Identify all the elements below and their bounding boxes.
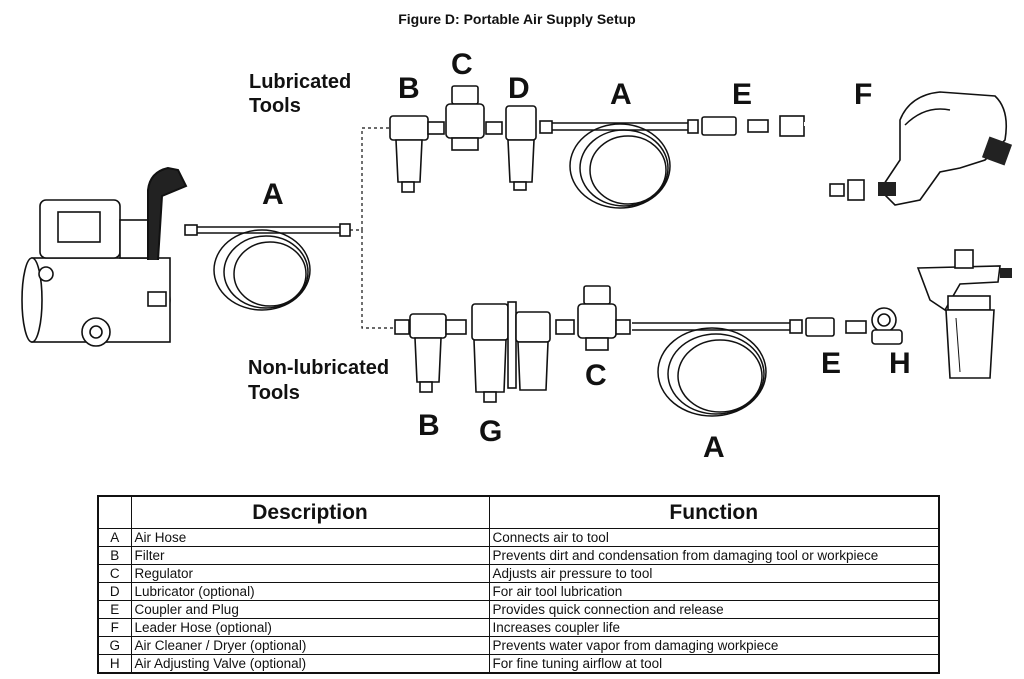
column-header-code: [97, 495, 132, 529]
callout-e-top: E: [732, 78, 752, 111]
row-function: For fine tuning airflow at tool: [488, 654, 940, 673]
row-description: Lubricator (optional): [130, 582, 490, 601]
row-description: Air Hose: [130, 528, 490, 547]
row-code: C: [97, 564, 132, 583]
main-air-hose: [184, 223, 351, 311]
callout-b-bottom: B: [418, 409, 440, 442]
top-coupler-plug-e: [701, 115, 805, 137]
callout-a-top: A: [610, 78, 632, 111]
callout-e-bottom: E: [821, 347, 841, 380]
impact-wrench-illustration: [878, 91, 1013, 206]
non-lubricated-label-line1: Non-lubricated: [248, 357, 389, 379]
air-supply-diagram: B C D A E F A B G C A E H Lubricated Too…: [21, 48, 1013, 464]
bottom-regulator-c: [577, 285, 617, 351]
air-adjusting-valve-h: [871, 307, 903, 345]
spray-gun-illustration: [916, 249, 1012, 379]
row-code: A: [97, 528, 132, 547]
top-regulator-c: [445, 85, 485, 151]
callout-a-bottom: A: [703, 431, 725, 464]
row-function: Connects air to tool: [488, 528, 940, 547]
row-function: Provides quick connection and release: [488, 600, 940, 619]
air-cleaner-dryer-g: [471, 301, 551, 403]
lubricated-label-line1: Lubricated: [249, 71, 351, 93]
lubricated-label-line2: Tools: [249, 95, 301, 117]
column-header-description: Description: [130, 495, 490, 529]
table-row: E Coupler and Plug Provides quick connec…: [97, 600, 940, 619]
row-function: Adjusts air pressure to tool: [488, 564, 940, 583]
callout-d-top: D: [508, 72, 530, 105]
top-lubricator-d: [505, 105, 537, 191]
table-row: A Air Hose Connects air to tool: [97, 528, 940, 547]
table-row: F Leader Hose (optional) Increases coupl…: [97, 618, 940, 637]
row-code: G: [97, 636, 132, 655]
table-row: H Air Adjusting Valve (optional) For fin…: [97, 654, 940, 673]
callout-a-main: A: [262, 178, 284, 211]
callout-f-top: F: [854, 78, 872, 111]
non-lubricated-label-line2: Tools: [248, 382, 300, 404]
row-function: Increases coupler life: [488, 618, 940, 637]
row-code: E: [97, 600, 132, 619]
table-row: C Regulator Adjusts air pressure to tool: [97, 564, 940, 583]
row-function: Prevents water vapor from damaging workp…: [488, 636, 940, 655]
top-air-hose-a: [539, 119, 699, 209]
top-filter-b: [389, 115, 429, 193]
callout-b-top: B: [398, 72, 420, 105]
top-leader-hose-f: [793, 122, 865, 201]
row-function: For air tool lubrication: [488, 582, 940, 601]
row-description: Filter: [130, 546, 490, 565]
row-description: Leader Hose (optional): [130, 618, 490, 637]
air-compressor-illustration: [21, 166, 188, 347]
branch-line: [350, 127, 392, 231]
callout-c-top: C: [451, 48, 473, 81]
column-header-function: Function: [488, 495, 940, 529]
row-code: H: [97, 654, 132, 673]
callout-c-bottom: C: [585, 359, 607, 392]
callout-h-bottom: H: [889, 347, 911, 380]
bottom-filter-b: [409, 313, 447, 393]
figure-title: Figure D: Portable Air Supply Setup: [398, 11, 636, 27]
row-description: Air Cleaner / Dryer (optional): [130, 636, 490, 655]
callout-g-bottom: G: [479, 415, 502, 448]
table-row: B Filter Prevents dirt and condensation …: [97, 546, 940, 565]
row-code: F: [97, 618, 132, 637]
row-function: Prevents dirt and condensation from dama…: [488, 546, 940, 565]
row-description: Coupler and Plug: [130, 600, 490, 619]
table-row: D Lubricator (optional) For air tool lub…: [97, 582, 940, 601]
row-code: B: [97, 546, 132, 565]
bottom-air-hose-a: [632, 319, 803, 417]
table-header-row: Description Function: [97, 495, 940, 529]
bottom-coupler-plug-e: [805, 317, 867, 337]
table-row: G Air Cleaner / Dryer (optional) Prevent…: [97, 636, 940, 655]
branch-line: [361, 230, 395, 329]
row-description: Air Adjusting Valve (optional): [130, 654, 490, 673]
parts-legend-table: Description Function A Air Hose Connects…: [97, 495, 940, 674]
row-code: D: [97, 582, 132, 601]
row-description: Regulator: [130, 564, 490, 583]
